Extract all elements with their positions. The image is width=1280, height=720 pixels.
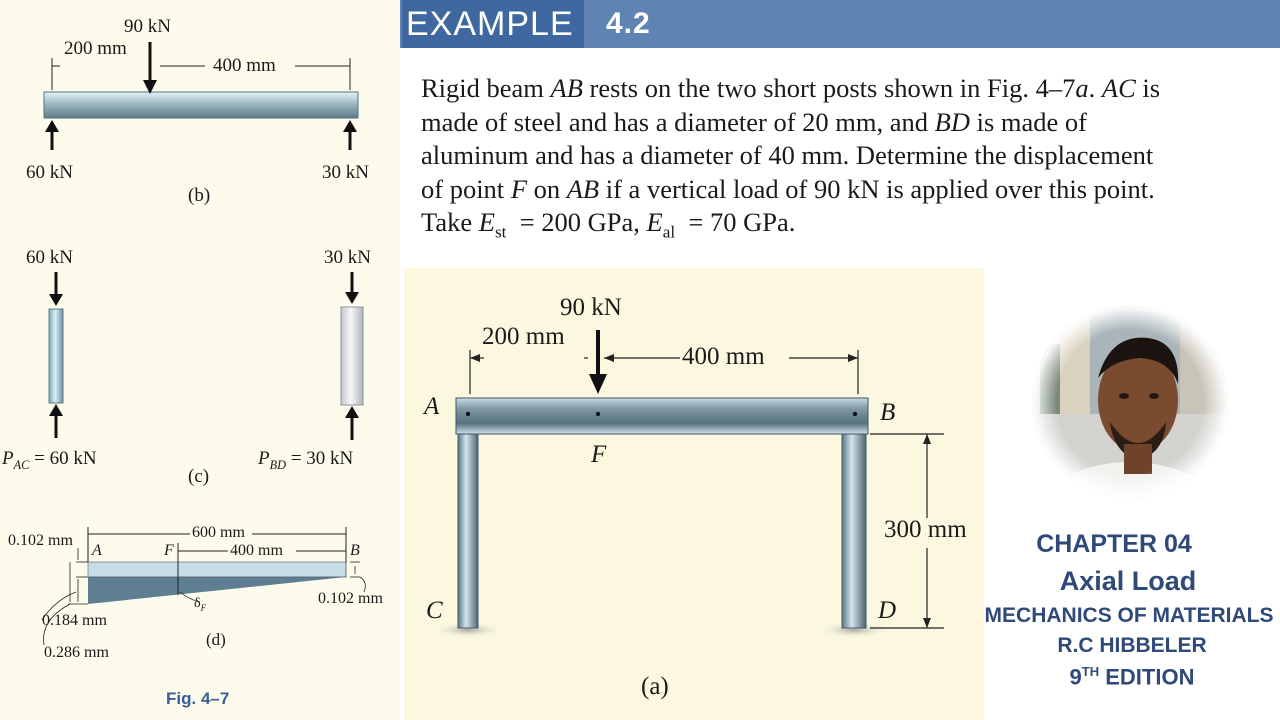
fig-d (41, 527, 366, 646)
fig-b-load-label: 90 kN (124, 16, 171, 37)
fig-a-height-label: 300 mm (884, 516, 967, 543)
left-figures-svg (41, 42, 366, 646)
fig-d-point-f: F (164, 542, 174, 559)
problem-line-5: Take Est = 200 GPa, Eal = 70 GPa. (421, 207, 796, 242)
presenter-avatar (1032, 306, 1228, 498)
book-author: R.C HIBBELER (1057, 634, 1207, 657)
book-edition: 9TH EDITION (1069, 664, 1195, 690)
problem-line-3: aluminum and has a diameter of 40 mm. De… (421, 140, 1154, 170)
fig-a-point-f: F (591, 441, 607, 468)
fig-c-left-top-label: 60 kN (26, 247, 73, 268)
figure-panel-left (0, 0, 400, 720)
fig-a-point-a: A (424, 393, 440, 420)
fig-d-delta-f: δF (194, 596, 207, 613)
fig-a-point-d: D (878, 597, 897, 624)
example-title: EXAMPLE (402, 0, 584, 48)
fig-d-sub-span: 400 mm (230, 542, 283, 559)
fig-c-right-top-label: 30 kN (324, 247, 371, 268)
fig-b-label: (b) (188, 185, 211, 206)
fig-a-dim1-label: 200 mm (482, 323, 565, 350)
fig-d-point-a: A (92, 542, 102, 559)
problem-line-1: Rigid beam AB rests on the two short pos… (421, 73, 1161, 103)
fig-d-disp-total: 0.286 mm (44, 644, 109, 661)
chapter-number: CHAPTER 04 (1036, 530, 1192, 558)
example-number: 4.2 (606, 7, 651, 40)
figure-caption: Fig. 4–7 (166, 689, 230, 708)
fig-a-load-label: 90 kN (560, 294, 622, 321)
fig-d-point-b: B (350, 542, 360, 559)
problem-statement: Rigid beam AB rests on the two short pos… (421, 72, 1271, 249)
fig-c-right-force: PBD = 30 kN (258, 448, 354, 472)
fig-a-label: (a) (641, 673, 669, 700)
fig-d-span: 600 mm (192, 524, 245, 541)
problem-line-2: made of steel and has a diameter of 20 m… (421, 106, 1087, 137)
fig-b (43, 42, 359, 150)
fig-a-dim2-label: 400 mm (682, 343, 765, 370)
fig-b-dim1-label: 200 mm (64, 38, 127, 59)
fig-d-left-top-disp: 0.102 mm (8, 532, 73, 549)
fig-c (48, 272, 364, 440)
fig-b-dim2-label: 400 mm (213, 55, 276, 76)
fig-b-right-reaction: 30 kN (322, 162, 369, 183)
chapter-title: Axial Load (1059, 566, 1197, 596)
fig-d-right-disp: 0.102 mm (318, 590, 383, 607)
fig-b-left-reaction: 60 kN (26, 162, 73, 183)
problem-line-4: of point F on AB if a vertical load of 9… (421, 173, 1155, 204)
fig-d-disp-mid: 0.184 mm (42, 612, 107, 629)
fig-a-point-b: B (880, 399, 896, 426)
fig-a-svg (432, 330, 944, 638)
fig-a-point-c: C (426, 597, 443, 624)
fig-d-label: (d) (206, 630, 226, 649)
fig-c-label: (c) (188, 466, 210, 487)
fig-c-left-force: PAC = 60 kN (2, 448, 97, 472)
book-title: MECHANICS OF MATERIALS (984, 604, 1274, 627)
figure-a-panel (404, 268, 984, 720)
